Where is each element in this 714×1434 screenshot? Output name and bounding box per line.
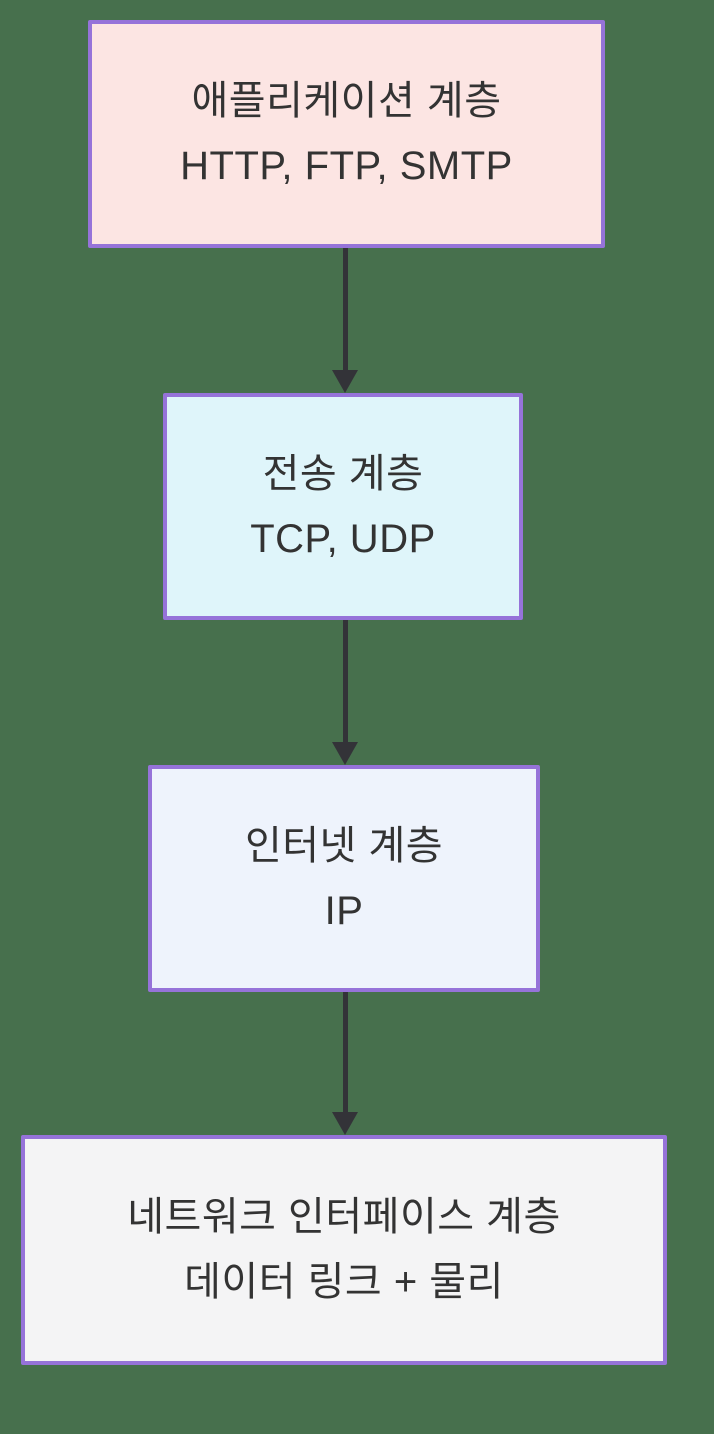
- node-network-interface-layer: 네트워크 인터페이스 계층 데이터 링크 + 물리: [21, 1135, 667, 1365]
- arrow-shaft: [342, 620, 348, 742]
- network-interface-layer-sublayers: 데이터 링크 + 물리: [184, 1260, 504, 1304]
- arrow-transport-to-internet-icon: [332, 620, 358, 765]
- arrow-shaft: [342, 992, 348, 1112]
- arrow-internet-to-network-icon: [332, 992, 358, 1135]
- arrowhead-down-icon: [332, 1112, 358, 1135]
- node-transport-layer: 전송 계층 TCP, UDP: [163, 393, 523, 620]
- arrowhead-down-icon: [332, 742, 358, 765]
- internet-layer-title: 인터넷 계층: [244, 823, 444, 868]
- node-internet-layer: 인터넷 계층 IP: [148, 765, 540, 992]
- network-interface-layer-title: 네트워크 인터페이스 계층: [127, 1195, 561, 1240]
- arrow-shaft: [342, 248, 348, 370]
- application-layer-title: 애플리케이션 계층: [191, 79, 502, 124]
- transport-layer-title: 전송 계층: [262, 451, 424, 496]
- arrow-application-to-transport-icon: [332, 248, 358, 393]
- node-application-layer: 애플리케이션 계층 HTTP, FTP, SMTP: [88, 20, 605, 248]
- application-layer-protocols: HTTP, FTP, SMTP: [180, 144, 513, 188]
- internet-layer-protocols: IP: [324, 888, 364, 933]
- arrowhead-down-icon: [332, 370, 358, 393]
- transport-layer-protocols: TCP, UDP: [250, 516, 436, 561]
